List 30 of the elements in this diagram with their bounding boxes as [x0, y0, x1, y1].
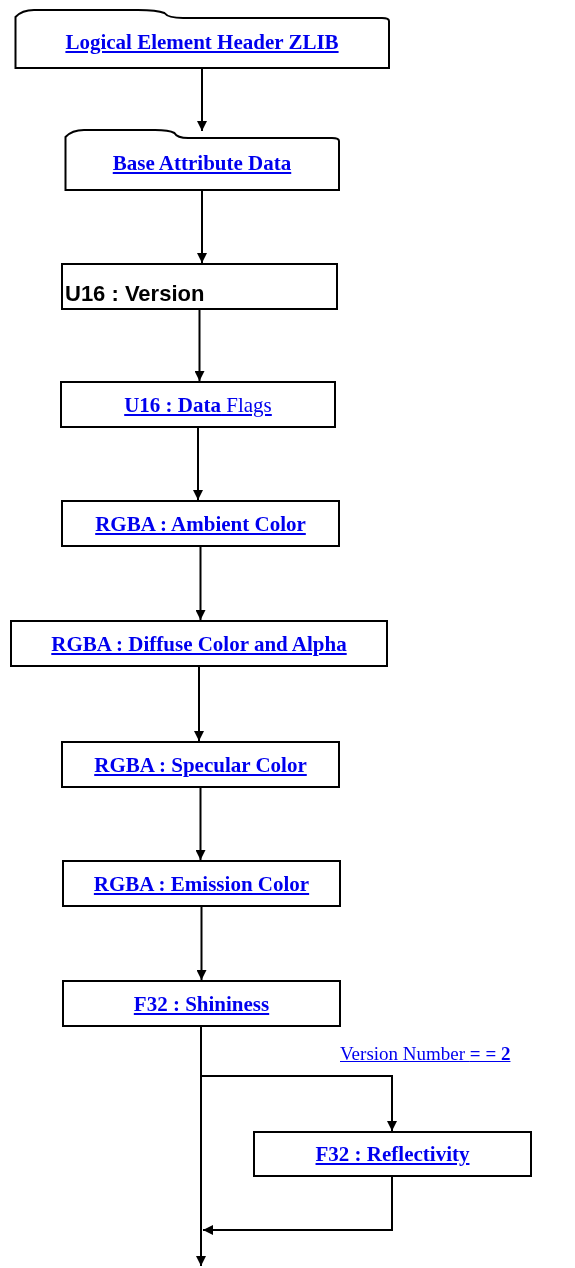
arrow [197, 68, 207, 132]
link-text: Base Attribute Data [112, 149, 292, 176]
arrow [196, 906, 207, 981]
box-label: U16 : Version [64, 282, 205, 308]
link-text: U16 : Data Flags [124, 391, 272, 418]
link-text: RGBA : Emission Color [93, 870, 310, 897]
arrow [193, 427, 203, 501]
folder-box [14, 8, 390, 69]
process-box [60, 381, 336, 428]
process-box [61, 263, 338, 310]
process-box [10, 620, 388, 667]
link-text: RGBA : Specular Color [94, 751, 307, 778]
process-box [253, 1131, 532, 1177]
link-text: Logical Element Header ZLIB [65, 28, 339, 55]
arrow [196, 1026, 206, 1267]
arrow [195, 546, 206, 621]
link-text: F32 : Reflectivity [315, 1141, 470, 1167]
arrow [197, 190, 207, 264]
process-box [62, 980, 341, 1027]
process-box [61, 500, 340, 547]
link-text: RGBA : Ambient Color [95, 510, 306, 537]
arrow [195, 787, 206, 861]
arrow [202, 1176, 393, 1235]
link-text: F32 : Shininess [133, 990, 270, 1017]
process-box [61, 741, 340, 788]
process-box [62, 860, 341, 907]
arrow [194, 309, 205, 382]
link-text: RGBA : Diffuse Color and Alpha [51, 630, 347, 657]
arrow [194, 666, 204, 742]
folder-box [64, 128, 340, 191]
